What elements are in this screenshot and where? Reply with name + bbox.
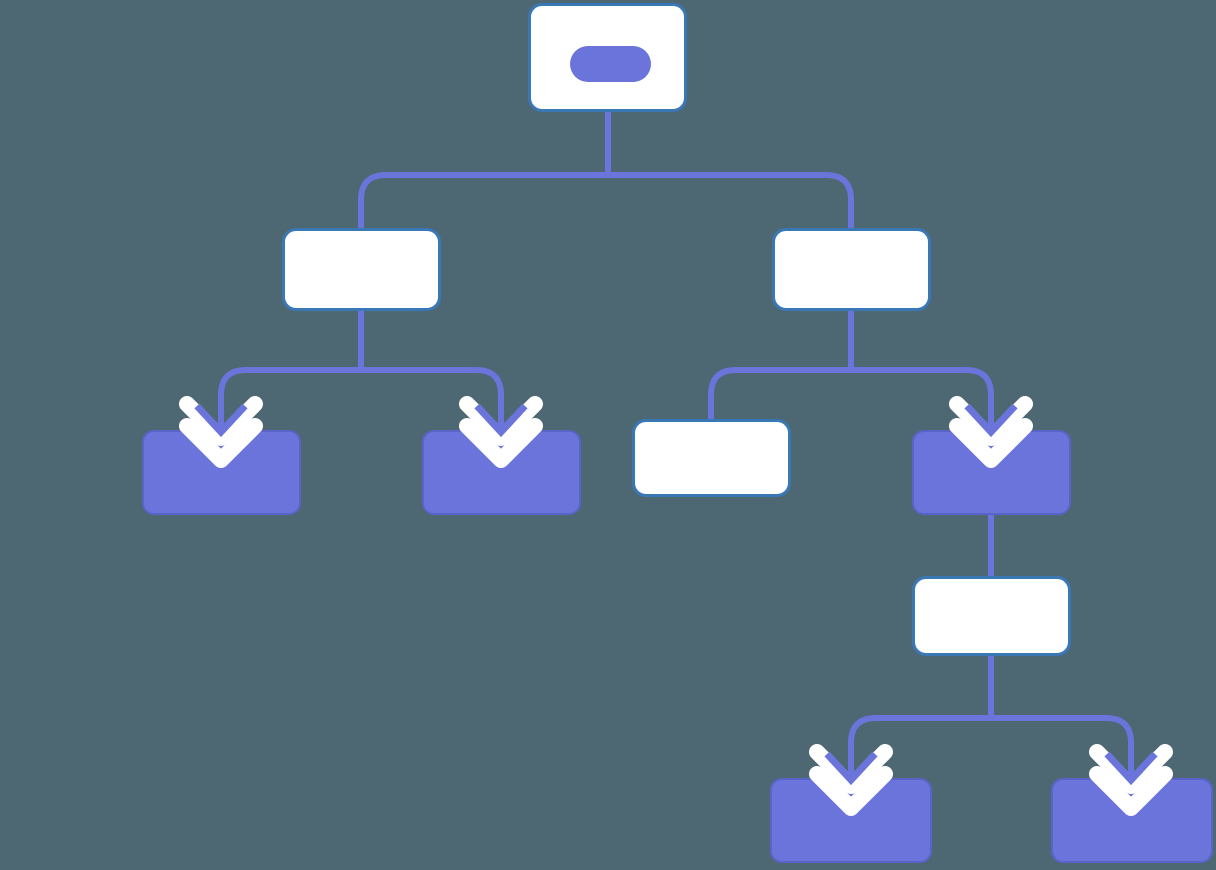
edge-l1-right-to-l2c <box>708 367 851 419</box>
arrow-head-l4-a <box>817 740 885 808</box>
node-l1-left[interactable] <box>282 228 441 311</box>
node-root[interactable] <box>528 3 687 112</box>
edge-root-to-l1-right <box>608 172 854 228</box>
arrow-head-l2-b <box>467 392 535 460</box>
arrow-head-l2-d <box>957 392 1025 460</box>
arrow-head-l2-a <box>187 392 255 460</box>
arrow-head-l4-b <box>1097 740 1165 808</box>
node-l2-c[interactable] <box>632 419 791 497</box>
node-l3-a[interactable] <box>912 576 1071 656</box>
edge-root-to-l1-left <box>358 172 608 228</box>
root-pill-shape <box>570 46 651 82</box>
node-l1-right[interactable] <box>772 228 931 311</box>
